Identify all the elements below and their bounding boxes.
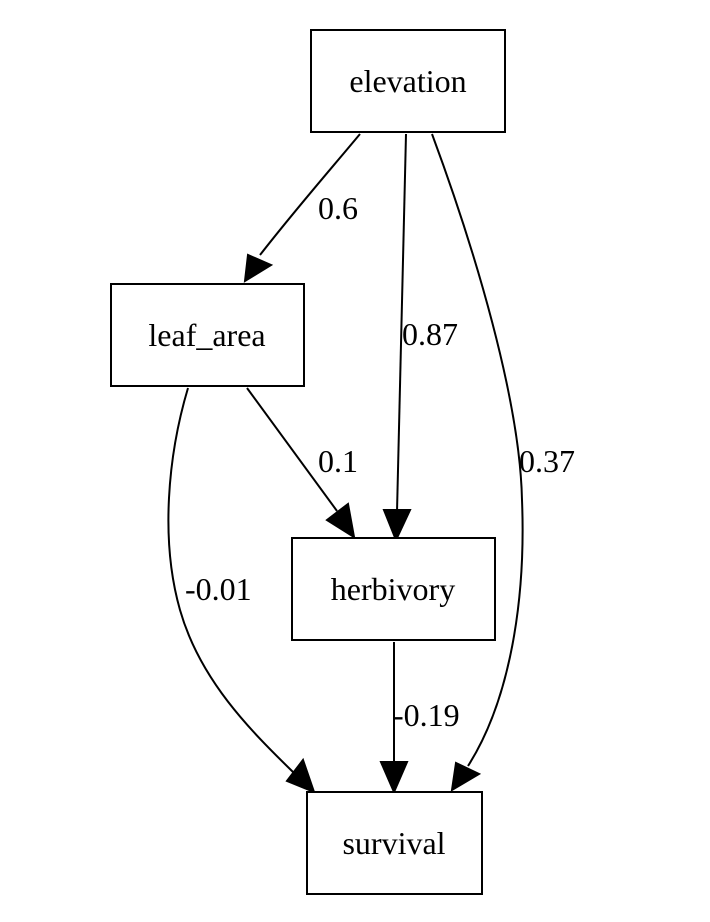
edge-label: 0.37 xyxy=(519,443,575,479)
edge-label: 0.6 xyxy=(318,190,358,226)
node-label: herbivory xyxy=(331,571,455,607)
node-survival: survival xyxy=(306,791,483,895)
arrowhead xyxy=(382,509,412,543)
edge-label: 0.1 xyxy=(318,443,358,479)
arrowhead xyxy=(450,761,482,792)
edge-elevation-survival: 0.37 xyxy=(431,133,575,792)
edge-herbivory-survival: -0.19 xyxy=(379,642,460,795)
edge-line xyxy=(431,133,524,767)
node-elevation: elevation xyxy=(310,29,506,133)
edge-leaf-area-herbivory: 0.1 xyxy=(246,387,358,540)
edge-label: -0.19 xyxy=(393,697,460,733)
edge-line xyxy=(396,133,407,513)
arrowhead xyxy=(285,757,316,794)
arrowhead xyxy=(325,502,356,540)
node-leaf-area: leaf_area xyxy=(110,283,305,387)
edge-label: -0.01 xyxy=(185,571,252,607)
node-label: survival xyxy=(342,825,445,861)
edge-line xyxy=(167,387,294,773)
node-box xyxy=(110,283,305,387)
edge-line xyxy=(259,133,361,256)
edge-label: 0.87 xyxy=(402,316,458,352)
node-box xyxy=(306,791,483,895)
node-box xyxy=(310,29,506,133)
arrowhead xyxy=(243,253,274,283)
node-label: leaf_area xyxy=(148,317,265,353)
edge-elevation-leaf-area: 0.6 xyxy=(243,133,361,283)
edge-leaf-area-survival: -0.01 xyxy=(167,387,316,794)
node-box xyxy=(291,537,496,641)
node-label: elevation xyxy=(349,63,466,99)
edge-line xyxy=(246,387,338,512)
node-herbivory: herbivory xyxy=(291,537,496,641)
arrowhead xyxy=(379,761,409,795)
edge-elevation-herbivory: 0.87 xyxy=(382,133,458,543)
